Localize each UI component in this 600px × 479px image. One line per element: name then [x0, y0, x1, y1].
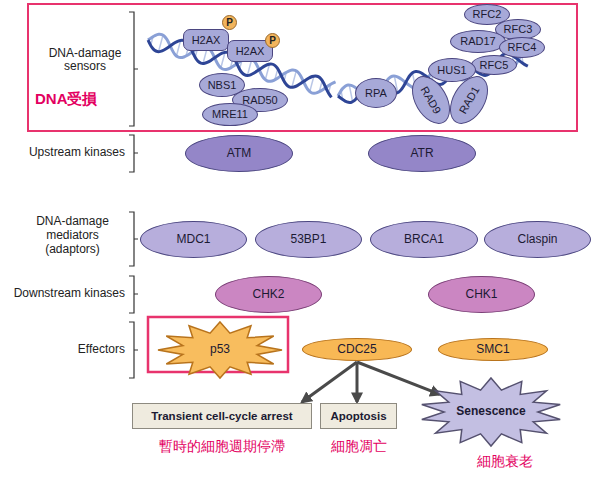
mediator-ellipse: MDC1 — [140, 221, 247, 258]
kinase-ellipse: CHK1 — [428, 276, 535, 313]
effector-ellipse: CDC25 — [302, 338, 412, 361]
node-label: p53 — [210, 343, 230, 356]
protein-ellipse: RAD17 — [450, 30, 506, 53]
row-label: DNA-damage sensors — [35, 47, 135, 73]
row-bracket — [129, 212, 138, 266]
row-bracket — [129, 12, 138, 126]
pathway-arrow — [302, 362, 357, 402]
helix-strand — [148, 40, 331, 97]
pathway-arrow — [356, 362, 359, 402]
row-label: Upstream kinases — [0, 146, 125, 160]
node-label: RAD9 — [418, 84, 443, 115]
kinase-ellipse: CHK2 — [215, 276, 322, 313]
phospho-marker: P — [265, 33, 280, 48]
node-label: H2AX — [192, 34, 221, 46]
node-label: RFC4 — [508, 41, 537, 53]
row-bracket — [129, 135, 138, 172]
effector-ellipse: SMC1 — [438, 338, 548, 361]
protein-ellipse: RFC5 — [471, 55, 517, 75]
node-label: RFC2 — [473, 8, 502, 20]
translation-label: 暫時的細胞週期停滯 — [132, 438, 312, 454]
node-label: RAD1 — [456, 84, 481, 115]
node-label: RPA — [365, 87, 387, 99]
row-bracket — [129, 322, 138, 378]
protein-ellipse: RFC4 — [499, 37, 545, 58]
outcome-box: Transient cell-cycle arrest — [132, 403, 312, 429]
protein-ellipse: MRE11 — [202, 103, 258, 126]
node-label: MDC1 — [176, 233, 210, 246]
phospho-marker: P — [222, 15, 237, 30]
node-label: Transient cell-cycle arrest — [151, 410, 292, 423]
outcome-box: Apoptosis — [320, 403, 397, 429]
node-label: RFC3 — [504, 23, 533, 35]
row-bracket — [129, 276, 138, 313]
protein-ellipse: RPA — [355, 78, 397, 108]
node-label: 53BP1 — [290, 233, 326, 246]
node-label: RAD17 — [460, 35, 495, 47]
row-label: DNA受損 — [35, 91, 115, 108]
node-label: Apoptosis — [330, 410, 386, 423]
row-label: Effectors — [0, 343, 125, 357]
node-label: RFC5 — [480, 59, 509, 71]
row-label: DNA-damage mediators (adaptors) — [20, 215, 125, 256]
node-label: MRE11 — [212, 108, 248, 120]
node-label: Claspin — [517, 233, 557, 246]
node-label: H2AX — [236, 45, 265, 57]
translation-label: 細胞衰老 — [440, 453, 570, 469]
node-label: ATM — [227, 147, 251, 160]
node-label: ATR — [410, 147, 433, 160]
star-outline — [422, 378, 560, 446]
row-bracket — [129, 12, 138, 378]
pathway-arrow — [357, 362, 440, 394]
node-label: RAD50 — [242, 94, 277, 106]
kinase-ellipse: ATR — [368, 135, 476, 172]
node-label: Senescence — [456, 405, 525, 418]
node-label: CHK2 — [252, 288, 284, 301]
node-label: HUS1 — [437, 64, 466, 76]
highlight-frame: DNA-damage sensorsDNA受損 H2AX H2AX NBS1RAD50… — [27, 3, 578, 132]
protein-box: H2AX — [183, 29, 229, 51]
node-label: CHK1 — [465, 288, 497, 301]
mediator-ellipse: Claspin — [484, 221, 591, 258]
star-outline — [158, 322, 282, 378]
node-label: BRCA1 — [404, 233, 444, 246]
kinase-ellipse: ATM — [185, 135, 293, 172]
node-label: SMC1 — [476, 343, 509, 356]
mediator-ellipse: BRCA1 — [370, 221, 478, 258]
row-label: Downstream kinases — [0, 287, 125, 301]
outcome-star: Senescence — [420, 378, 562, 446]
translation-label: 細胞凋亡 — [312, 438, 405, 454]
node-label: NBS1 — [208, 79, 237, 91]
effector-star: p53 — [158, 322, 282, 378]
mediator-ellipse: 53BP1 — [255, 221, 362, 258]
node-label: CDC25 — [337, 343, 376, 356]
